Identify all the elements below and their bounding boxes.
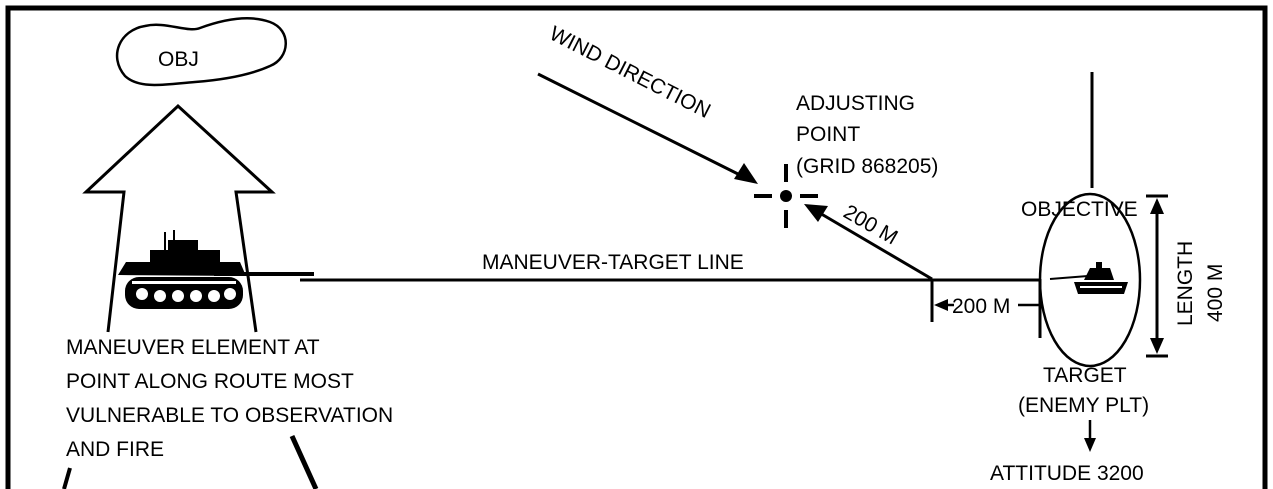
target-label-2: (ENEMY PLT)	[1018, 394, 1149, 417]
maneuver-target-line-label: MANEUVER-TARGET LINE	[482, 251, 744, 274]
adjusting-distance-arrowhead	[804, 204, 828, 222]
adjusting-point-label-1: ADJUSTING	[796, 92, 915, 115]
route-stroke-left	[64, 468, 70, 489]
attitude-label: ATTITUDE 3200	[990, 462, 1144, 485]
route-stroke-right	[292, 436, 316, 489]
friendly-tank-icon	[118, 230, 314, 309]
objective-area-label: OBJ	[158, 48, 199, 71]
maneuver-element-label-3: VULNERABLE TO OBSERVATION	[66, 404, 393, 427]
length-arrowhead-top	[1150, 198, 1164, 214]
enemy-tank-icon	[1050, 262, 1128, 294]
offset-left-arrowhead	[934, 299, 948, 311]
adjusting-point-label-2: POINT	[796, 123, 860, 146]
maneuver-element-label-1: MANEUVER ELEMENT AT	[66, 336, 320, 359]
offset-distance-label: 200 M	[952, 295, 1010, 318]
objective-area-cloud	[117, 18, 286, 85]
length-label: LENGTH	[1174, 241, 1197, 326]
adjusting-point-label-3: (GRID 868205)	[796, 155, 938, 178]
attitude-arrowhead	[1084, 438, 1096, 452]
length-value: 400 M	[1204, 264, 1227, 322]
maneuver-element-label-4: AND FIRE	[66, 438, 164, 461]
wind-direction-label: WIND DIRECTION	[546, 22, 714, 123]
target-label-1: TARGET	[1043, 364, 1127, 387]
length-arrowhead-bottom	[1150, 338, 1164, 354]
maneuver-element-label-2: POINT ALONG ROUTE MOST	[66, 370, 354, 393]
wind-arrowhead	[734, 163, 758, 184]
